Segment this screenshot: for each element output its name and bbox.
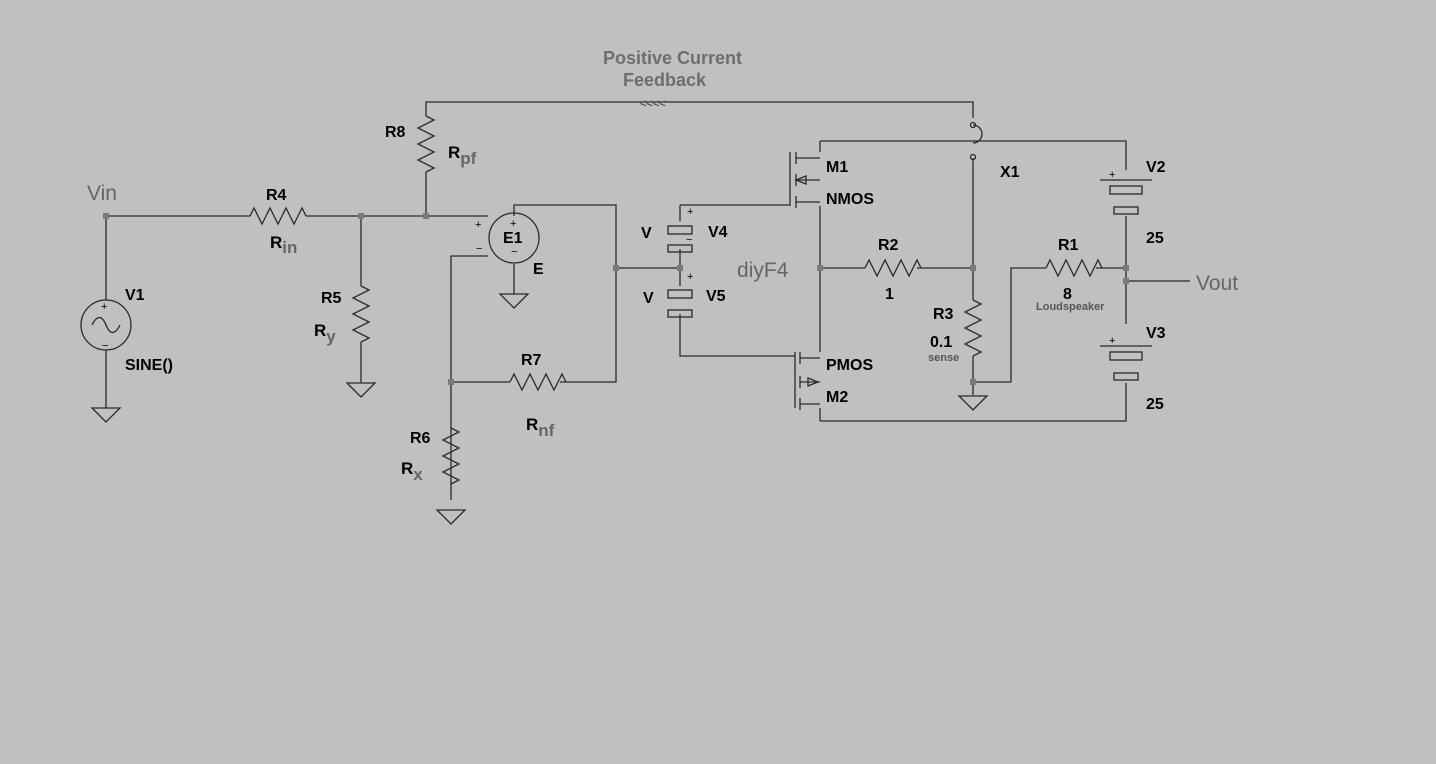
wire-r7 xyxy=(451,268,617,383)
wire-positive-feedback xyxy=(425,101,974,268)
feedback-arrows: <<<< xyxy=(640,98,666,110)
r6-value-main: R xyxy=(401,459,413,478)
r1-note: Loudspeaker xyxy=(1036,301,1105,313)
svg-text:+: + xyxy=(510,218,516,230)
m2-name: M2 xyxy=(826,389,848,406)
junctions xyxy=(103,213,1129,385)
r4-value-sub: in xyxy=(282,238,297,257)
r8-value: Rpf xyxy=(448,143,477,168)
r6-value-sub: x xyxy=(413,465,423,484)
svg-text:+: + xyxy=(475,219,481,231)
r5-value: Ry xyxy=(314,321,336,346)
m1-value: NMOS xyxy=(826,191,874,208)
v1-name: V1 xyxy=(125,287,145,304)
ground-v1 xyxy=(90,407,122,423)
svg-text:+: + xyxy=(101,301,107,313)
r5-name: R5 xyxy=(321,290,342,307)
svg-text:+: + xyxy=(1109,169,1115,181)
r1-value: 8 xyxy=(1063,286,1072,303)
feedback-title-line1: Positive Current xyxy=(603,48,742,68)
r7-value-main: R xyxy=(526,415,538,434)
v3-value: 25 xyxy=(1146,396,1164,413)
svg-text:−: − xyxy=(511,246,517,258)
r7-value-sub: nf xyxy=(538,421,554,440)
r2-name: R2 xyxy=(878,237,899,254)
net-vout: Vout xyxy=(1196,272,1238,295)
wire-r1 xyxy=(973,267,1126,383)
svg-text:+: + xyxy=(687,271,693,283)
r2-resistor xyxy=(864,258,922,278)
ground-e1 xyxy=(498,293,530,309)
v5-value: V xyxy=(643,290,654,307)
v2-name: V2 xyxy=(1146,159,1166,176)
r3-name: R3 xyxy=(933,306,954,323)
r6-resistor xyxy=(441,427,461,485)
v4-name: V4 xyxy=(708,224,728,241)
r1-resistor xyxy=(1045,258,1103,278)
ground-r5 xyxy=(345,382,377,398)
r3-resistor xyxy=(963,299,983,357)
net-vin: Vin xyxy=(87,182,117,205)
svg-text:+: + xyxy=(1109,335,1115,347)
m2-value: PMOS xyxy=(826,357,873,374)
feedback-title-line2: Feedback xyxy=(623,70,707,90)
v1-source: + − xyxy=(80,299,132,352)
m2-pmos xyxy=(794,352,820,410)
svg-text:−: − xyxy=(476,243,482,255)
r8-name: R8 xyxy=(385,124,406,141)
r4-value-main: R xyxy=(270,233,282,252)
r7-name: R7 xyxy=(521,352,542,369)
r7-resistor xyxy=(509,372,567,392)
x1-name: X1 xyxy=(1000,164,1020,181)
svg-text:−: − xyxy=(686,234,692,246)
v4-value: V xyxy=(641,225,652,242)
v4-battery: + − xyxy=(667,206,693,253)
r7-value: Rnf xyxy=(526,415,555,440)
m1-name: M1 xyxy=(826,159,848,176)
v3-name: V3 xyxy=(1146,325,1166,342)
r8-resistor xyxy=(416,115,436,173)
crossover-pin-top xyxy=(969,121,977,129)
r6-name: R6 xyxy=(410,430,431,447)
r5-value-main: R xyxy=(314,321,326,340)
v5-name: V5 xyxy=(706,288,726,305)
svg-text:+: + xyxy=(687,206,693,218)
r4-name: R4 xyxy=(266,187,287,204)
v2-battery: + xyxy=(1100,169,1152,215)
e1-value: E xyxy=(533,261,544,278)
r8-value-main: R xyxy=(448,143,460,162)
r5-value-sub: y xyxy=(326,327,336,346)
r4-value: Rin xyxy=(270,233,297,257)
r1-name: R1 xyxy=(1058,237,1079,254)
r5-resistor xyxy=(351,285,371,343)
e1-name: E1 xyxy=(503,230,523,247)
v3-battery: + xyxy=(1100,335,1152,381)
r3-note: sense xyxy=(928,352,959,364)
net-diy: diyF4 xyxy=(737,259,789,282)
m1-nmos xyxy=(789,152,820,208)
ground-r3 xyxy=(957,395,989,411)
ground-r6 xyxy=(435,509,467,525)
r8-value-sub: pf xyxy=(460,149,476,168)
r4-resistor xyxy=(249,206,307,226)
wire-mosfets xyxy=(819,141,973,421)
v5-battery: + xyxy=(667,271,693,318)
e1-source: + − + − xyxy=(475,212,540,264)
wire-e1 xyxy=(450,204,617,500)
wires xyxy=(105,101,1190,500)
svg-text:−: − xyxy=(102,340,108,352)
r6-value: Rx xyxy=(401,459,423,484)
v2-value: 25 xyxy=(1146,230,1164,247)
r2-value: 1 xyxy=(885,286,894,303)
crossover-pin-bottom xyxy=(969,153,977,161)
v1-value: SINE() xyxy=(125,357,173,374)
r3-value: 0.1 xyxy=(930,334,952,351)
